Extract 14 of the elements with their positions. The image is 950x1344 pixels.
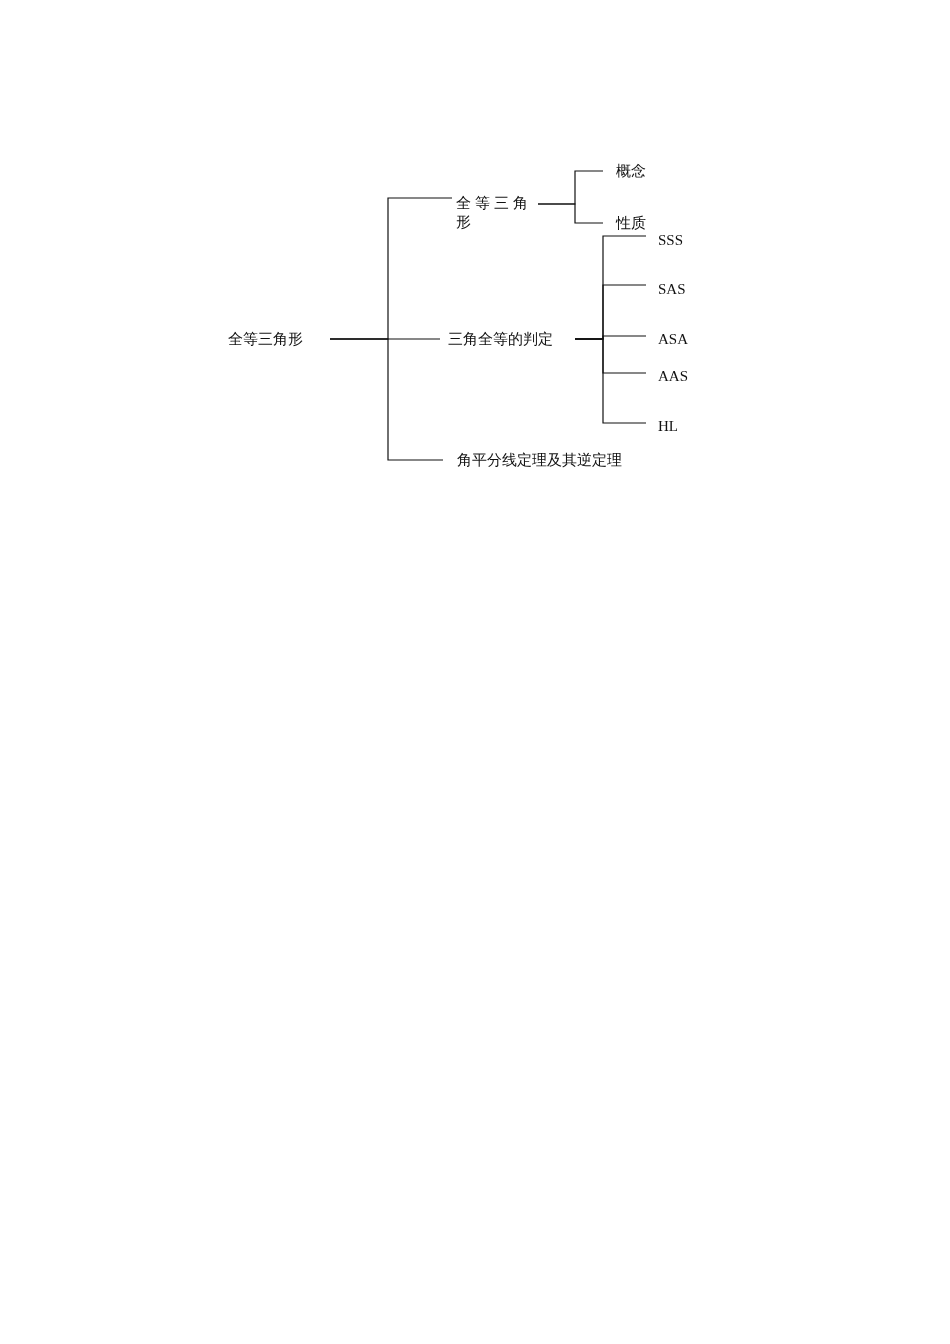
node-label: SAS <box>658 280 686 298</box>
node-label: 全等三角形 <box>456 194 533 232</box>
node-label: 性质 <box>616 213 646 233</box>
node-label: 三角全等的判定 <box>448 329 553 349</box>
node-label: AAS <box>658 367 688 385</box>
connector-line <box>329 338 444 461</box>
node-label: HL <box>658 417 678 435</box>
connector-line <box>574 338 647 424</box>
connector-line <box>537 203 604 224</box>
node-label: 概念 <box>616 161 646 181</box>
node-label: ASA <box>658 330 688 348</box>
node-label: 全等三角形 <box>228 329 303 349</box>
node-label: SSS <box>658 231 684 249</box>
node-label: 角平分线定理及其逆定理 <box>457 450 622 470</box>
